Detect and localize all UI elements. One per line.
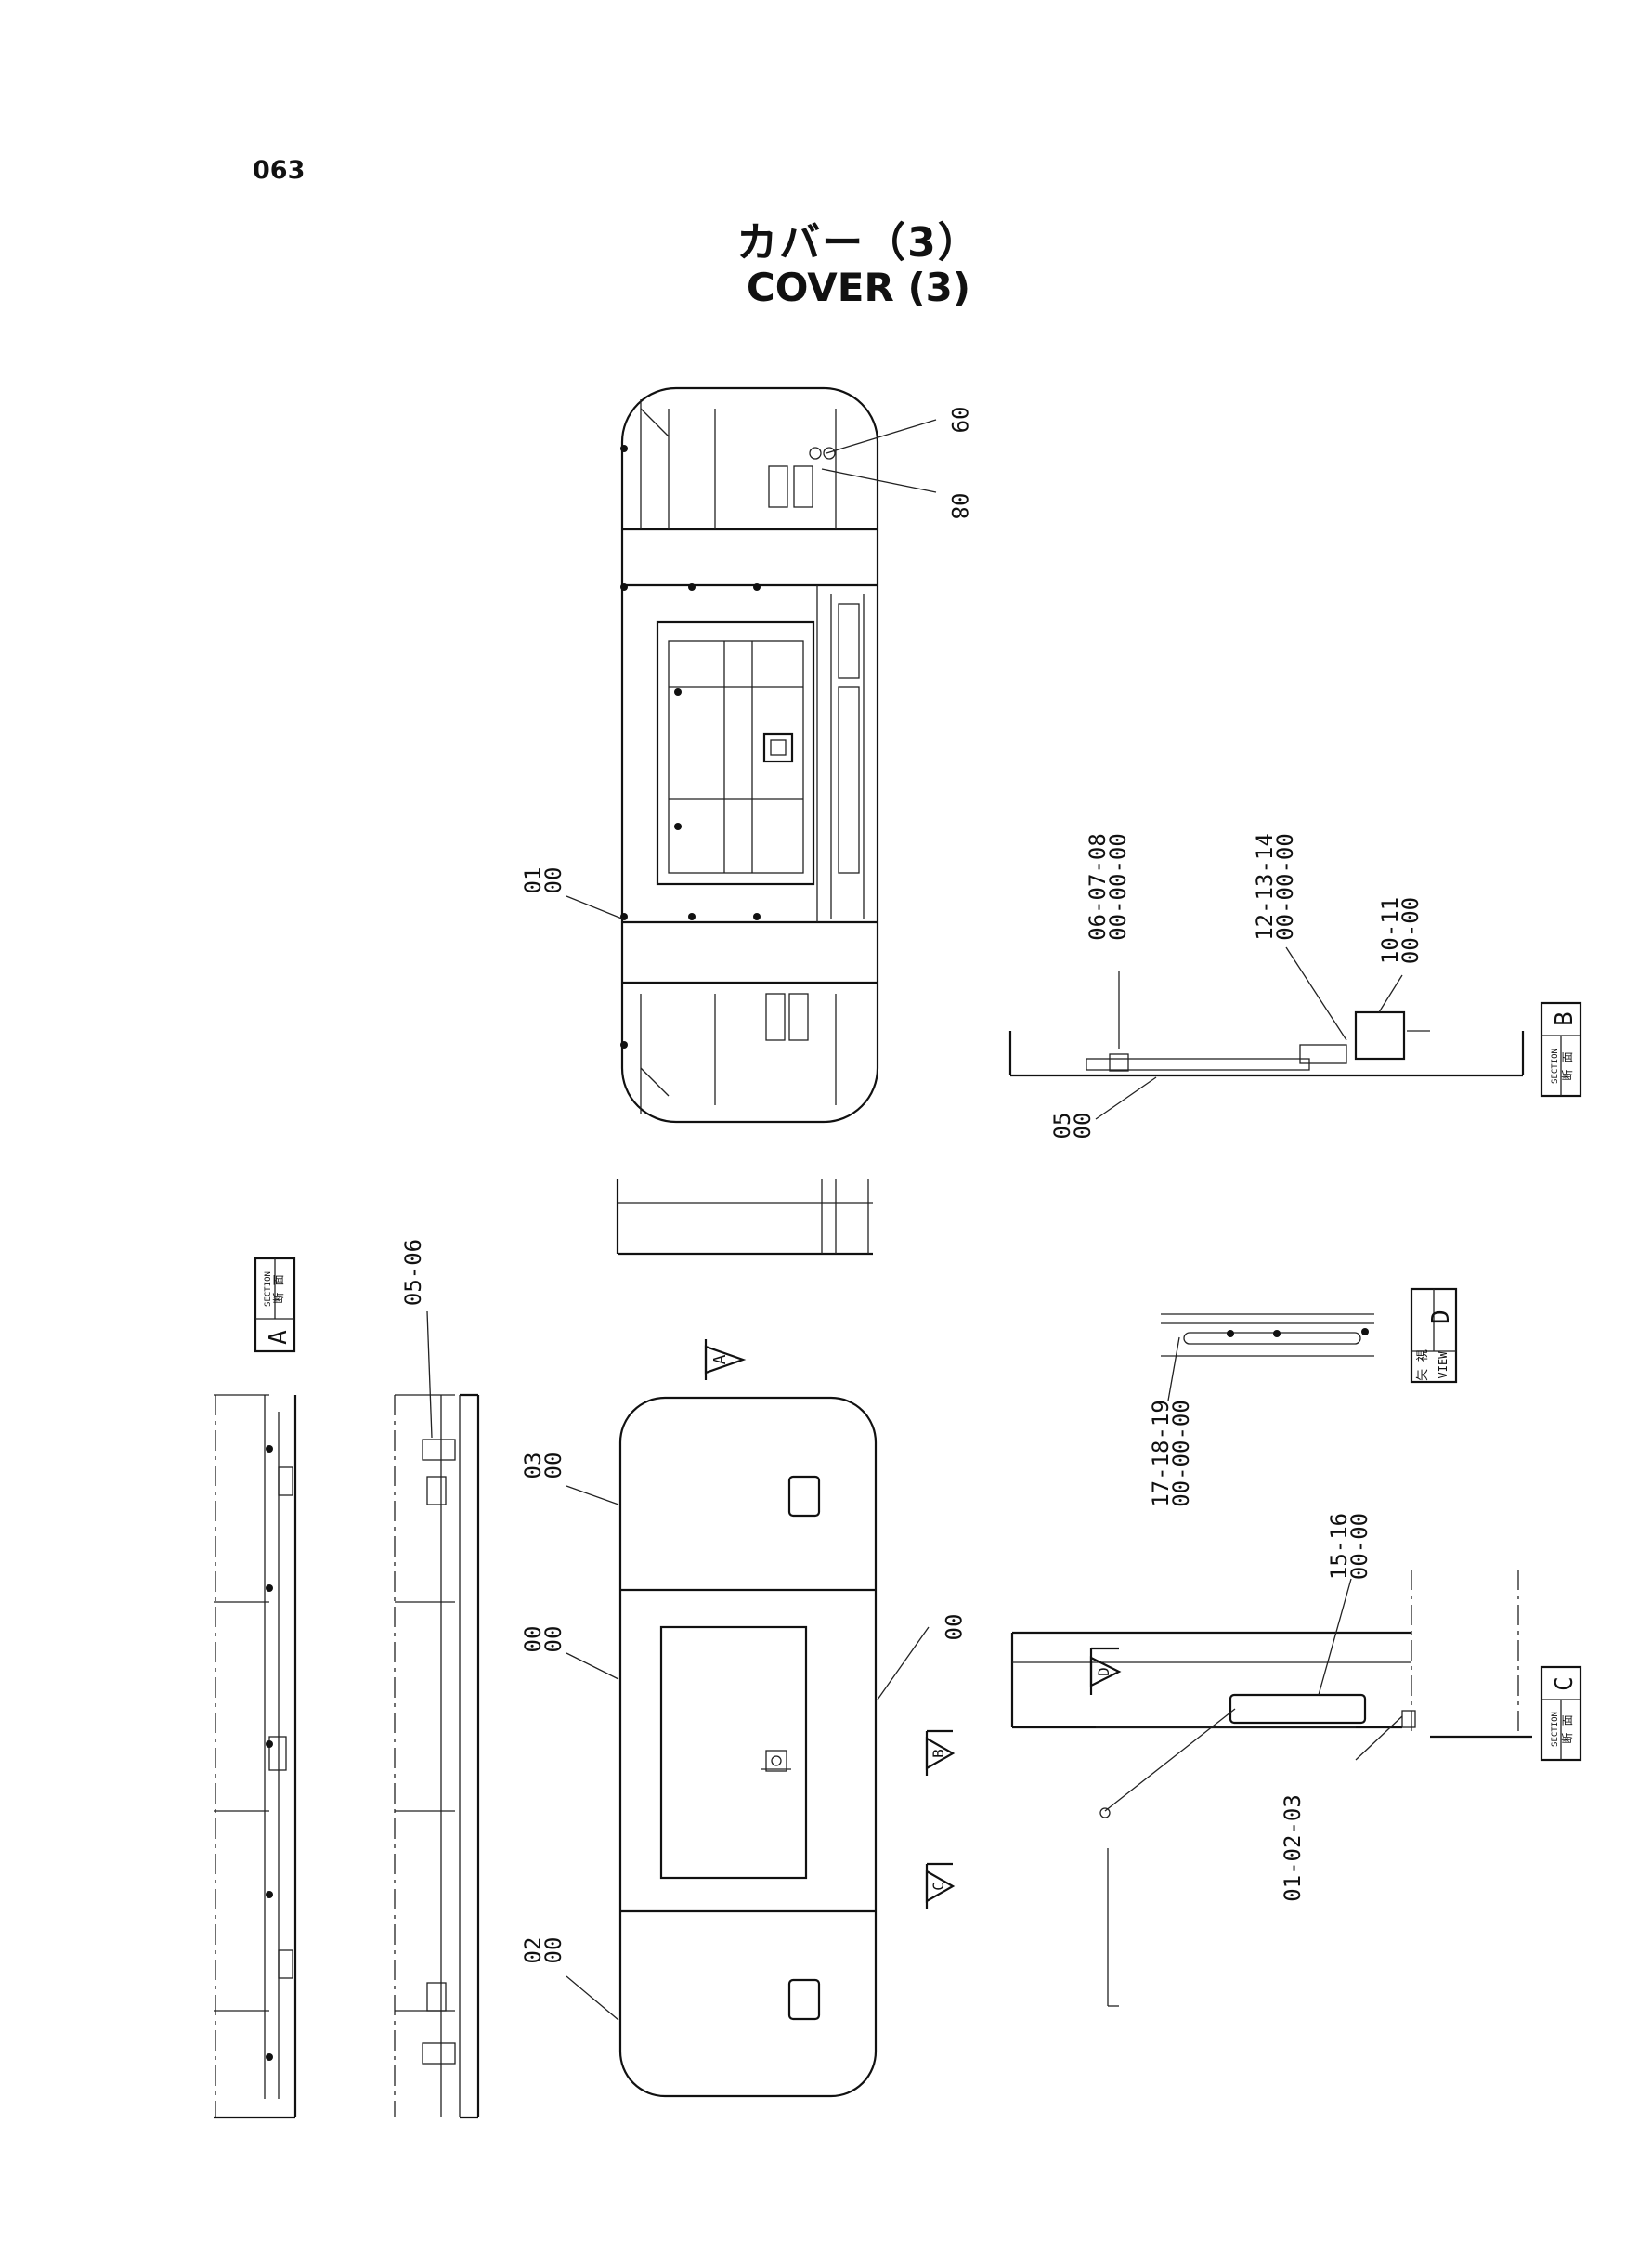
section-a-right-view xyxy=(394,1393,480,2119)
callout-08: 08 xyxy=(946,493,972,520)
callout-17-18-19-sub: 00-00-00 xyxy=(1168,1400,1194,1507)
callout-12-13-14-sub: 00-00-00 xyxy=(1272,833,1298,941)
arrow-d-letter: D xyxy=(1095,1667,1112,1676)
callout-00-a-sub: 00 xyxy=(540,1626,566,1653)
view-d-ja: 矢 視 xyxy=(1416,1349,1430,1381)
callout-00-b: 00 xyxy=(940,1614,966,1641)
top-view-end-detail xyxy=(616,1179,873,1256)
callouts: 09 08 01 00 06-07-08 00-00-00 12-13-14 0… xyxy=(400,407,1424,1964)
callout-05-sub: 00 xyxy=(1070,1113,1096,1140)
section-b-ja: 断 面 xyxy=(1560,1051,1574,1080)
callout-01-sub: 00 xyxy=(540,867,566,894)
callout-05-06: 05-06 xyxy=(400,1239,426,1306)
section-c-letter: C xyxy=(1551,1676,1579,1691)
view-d-en: VIEW xyxy=(1437,1351,1450,1379)
callout-09: 09 xyxy=(946,407,972,434)
arrow-a-letter: A xyxy=(710,1354,730,1364)
arrow-a: A xyxy=(704,1339,747,1380)
callout-06-07-08: 06-07-08 xyxy=(1085,833,1111,941)
section-b-tag: B 断 面 SECTION xyxy=(1540,1001,1582,1098)
section-a-ja: 断 面 xyxy=(271,1274,285,1303)
section-c-detail xyxy=(1010,1570,1532,2007)
callout-15-16: 15-16 xyxy=(1326,1513,1352,1580)
section-b-detail xyxy=(1008,1010,1525,1077)
callout-15-16-sub: 00-00 xyxy=(1346,1513,1372,1580)
section-a-en: SECTION xyxy=(264,1271,273,1307)
callout-01: 01 xyxy=(520,867,546,894)
view-d-detail xyxy=(1161,1313,1374,1357)
callout-01-02-03: 01-02-03 xyxy=(1280,1794,1306,1902)
arrow-d: D xyxy=(1089,1647,1122,1695)
view-d-tag: D 矢 視 VIEW xyxy=(1410,1287,1458,1384)
section-c-ja: 断 面 xyxy=(1560,1714,1574,1743)
callout-06-07-08-sub: 00-00-00 xyxy=(1105,833,1131,941)
callout-10-11: 10-11 xyxy=(1377,897,1403,964)
callout-02: 02 xyxy=(520,1937,546,1964)
callout-12-13-14: 12-13-14 xyxy=(1252,833,1278,941)
section-c-tag: C 断 面 SECTION xyxy=(1540,1665,1582,1762)
bottom-cover-plan-view xyxy=(618,1396,878,2098)
arrow-c: C xyxy=(925,1862,956,1909)
top-cover-plan-view xyxy=(620,386,879,1124)
view-d-letter: D xyxy=(1427,1309,1455,1324)
callout-17-18-19: 17-18-19 xyxy=(1148,1400,1174,1507)
section-b-en: SECTION xyxy=(1551,1049,1560,1084)
callout-03: 03 xyxy=(520,1453,546,1479)
page-number: 063 xyxy=(253,156,306,185)
callout-03-sub: 00 xyxy=(540,1453,566,1479)
arrow-c-letter: C xyxy=(930,1882,947,1891)
leader-lines xyxy=(426,419,1403,2021)
arrow-b: B xyxy=(925,1729,956,1776)
section-c-en: SECTION xyxy=(1551,1712,1560,1747)
section-a-left-view xyxy=(214,1394,297,2119)
section-a-letter: A xyxy=(265,1330,293,1345)
callout-00-a: 00 xyxy=(520,1626,546,1653)
arrow-b-letter: B xyxy=(930,1749,947,1758)
title-japanese: カバー（3） xyxy=(736,219,981,267)
title-english: COVER (3) xyxy=(746,265,971,310)
section-a-tag: A 断 面 SECTION xyxy=(254,1257,296,1353)
callout-10-11-sub: 00-00 xyxy=(1398,897,1424,964)
callout-05: 05 xyxy=(1049,1113,1075,1140)
callout-02-sub: 00 xyxy=(540,1937,566,1964)
section-b-letter: B xyxy=(1551,1011,1579,1026)
